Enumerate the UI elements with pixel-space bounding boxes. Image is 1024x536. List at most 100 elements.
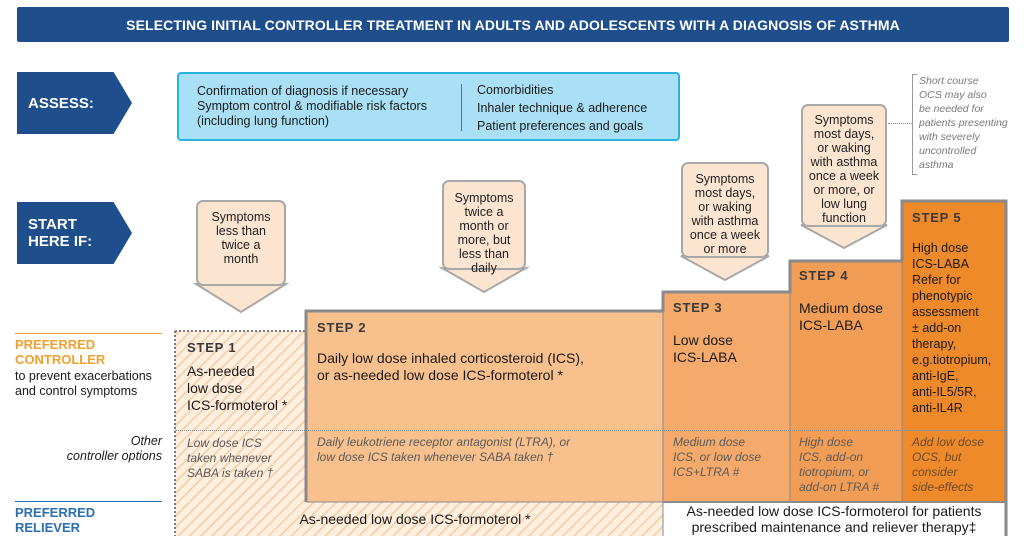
side-note-line: uncontrolled (919, 145, 977, 157)
row-separator (175, 430, 1005, 431)
callout-line: month (223, 252, 259, 266)
callout-line: most days, (694, 186, 756, 200)
callout-step4-symptoms: Symptoms most days, or waking with asthm… (801, 104, 887, 227)
callout-line: or more (703, 242, 747, 256)
reliever-left-area (306, 502, 663, 536)
assess-item: Inhaler technique & adherence (477, 101, 648, 115)
step-other-line: taken whenever (187, 451, 272, 465)
assess-item: (including lung function) (197, 114, 330, 128)
step-controller-line: ICS-LABA (912, 257, 969, 271)
step-controller-line: Refer for (912, 273, 961, 287)
assess-label: ASSESS: (28, 94, 94, 112)
step-other-line: consider (912, 465, 958, 479)
step-controller-line: Low dose (673, 332, 733, 348)
callout-line: twice a (464, 205, 504, 219)
callout-line: twice a (221, 238, 261, 252)
step5-area (902, 201, 1006, 502)
reliever-line: As-needed low dose ICS-formoterol for pa… (686, 503, 982, 519)
step-other-line: ICS, or low dose (673, 450, 762, 464)
callout-line: or waking (698, 200, 752, 214)
reliever-rule (15, 501, 162, 502)
reliever-right-area (663, 502, 1006, 536)
callout-step1-symptoms: Symptoms less than twice a month (196, 200, 286, 286)
callout-line: month or (459, 219, 509, 233)
step-other-line: SABA is taken † (187, 466, 274, 480)
step-controller-line: assessment (912, 305, 979, 319)
callout-line: or waking (817, 141, 871, 155)
row-label-line: RELIEVER (15, 520, 81, 535)
side-note-line: be needed for (919, 103, 984, 115)
side-note-line: with severely (919, 131, 980, 143)
side-note-line: OCS may also (919, 89, 987, 101)
callout-step3-symptoms: Symptoms most days, or waking with asthm… (681, 162, 769, 258)
side-note-connector (888, 123, 912, 124)
step-other-line: Daily leukotriene receptor antagonist (L… (317, 435, 571, 449)
callout-line: with asthma (810, 155, 878, 169)
row-label-line: CONTROLLER (15, 352, 106, 367)
step-other-line: add-on LTRA # (799, 480, 880, 494)
reliever-left-text: As-needed low dose ICS-formoterol * (299, 511, 531, 527)
step-other-line: low dose ICS taken whenever SABA taken † (317, 450, 554, 464)
step3-title: STEP 3 (673, 300, 723, 315)
step5-controller: High dose ICS-LABA Refer for phenotypic … (912, 240, 991, 416)
callout3-tip (680, 255, 770, 282)
step-controller-line: anti-IgE, (912, 369, 959, 383)
step-controller-line: low dose (187, 380, 243, 396)
assess-left-list: Confirmation of diagnosis if necessary S… (197, 84, 427, 129)
row-label-line: PREFERRED (15, 337, 96, 352)
assess-box: Confirmation of diagnosis if necessary S… (177, 72, 680, 141)
step4-area (790, 261, 902, 502)
callout4-tip (800, 224, 888, 250)
step-controller-line: ± add-on (912, 321, 962, 335)
step-other-line: Add low dose (912, 435, 985, 449)
assess-divider (461, 84, 462, 131)
side-note-bracket (912, 74, 917, 175)
callout-line: most days, (813, 127, 875, 141)
step1-area (175, 331, 306, 536)
preferred-reliever-label: PREFERRED RELIEVER (15, 505, 95, 535)
assess-arrow: ASSESS: (17, 72, 132, 134)
step-controller-line: ICS-LABA (673, 349, 737, 365)
step-controller-line: As-needed (187, 363, 255, 379)
row-sub-line: Other (130, 434, 162, 448)
callout-line: less than (215, 224, 266, 238)
step-controller-line: anti-IL5/5R, (912, 385, 977, 399)
step-controller-line: phenotypic (912, 289, 973, 303)
step4-title: STEP 4 (799, 268, 849, 283)
page-title: SELECTING INITIAL CONTROLLER TREATMENT I… (126, 16, 900, 33)
preferred-controller-sub: to prevent exacerbations and control sym… (15, 369, 152, 399)
step-other-line: High dose (799, 435, 854, 449)
step-controller-line: ICS-formoterol * (187, 397, 288, 413)
step4-other: High dose ICS, add-on tiotropium, or add… (799, 435, 879, 495)
reliever-line: prescribed maintenance and reliever ther… (691, 519, 977, 535)
stair-outline (304, 199, 1008, 536)
callout-line: once a week (689, 228, 761, 242)
assess-item: Patient preferences and goals (477, 119, 644, 133)
step1-other: Low dose ICS taken whenever SABA is take… (187, 436, 273, 481)
callout-line: with asthma (691, 214, 759, 228)
step-controller-line: anti-IL4R (912, 401, 963, 415)
side-note-line: Short course (919, 75, 979, 87)
step3-area (663, 292, 790, 502)
step-other-line: tiotropium, or (799, 465, 870, 479)
step2-area (306, 311, 663, 502)
callout-line: Symptoms (695, 172, 755, 186)
step2-other: Daily leukotriene receptor antagonist (L… (317, 435, 570, 465)
page-title-banner: SELECTING INITIAL CONTROLLER TREATMENT I… (17, 7, 1009, 42)
callout-line: or more, or (813, 183, 875, 197)
step-other-line: side-effects (912, 480, 974, 494)
step-controller-line: Daily low dose inhaled corticosteroid (I… (317, 350, 584, 366)
start-label-line2: HERE IF: (28, 233, 93, 250)
preferred-controller-label: PREFERRED CONTROLLER (15, 337, 105, 367)
assess-item: Symptom control & modifiable risk factor… (197, 99, 427, 113)
other-controller-label: Other controller options (0, 434, 162, 464)
step3-controller: Low dose ICS-LABA (673, 332, 737, 366)
step2-controller: Daily low dose inhaled corticosteroid (I… (317, 350, 584, 384)
callout-line: low lung (821, 197, 867, 211)
callout-step2-symptoms: Symptoms twice a month or more, but less… (442, 180, 526, 275)
side-note-line: patients presenting (919, 117, 1008, 129)
step-controller-line: High dose (912, 241, 969, 255)
start-arrow: START HERE IF: (17, 202, 132, 264)
callout-line: less than (458, 247, 509, 261)
